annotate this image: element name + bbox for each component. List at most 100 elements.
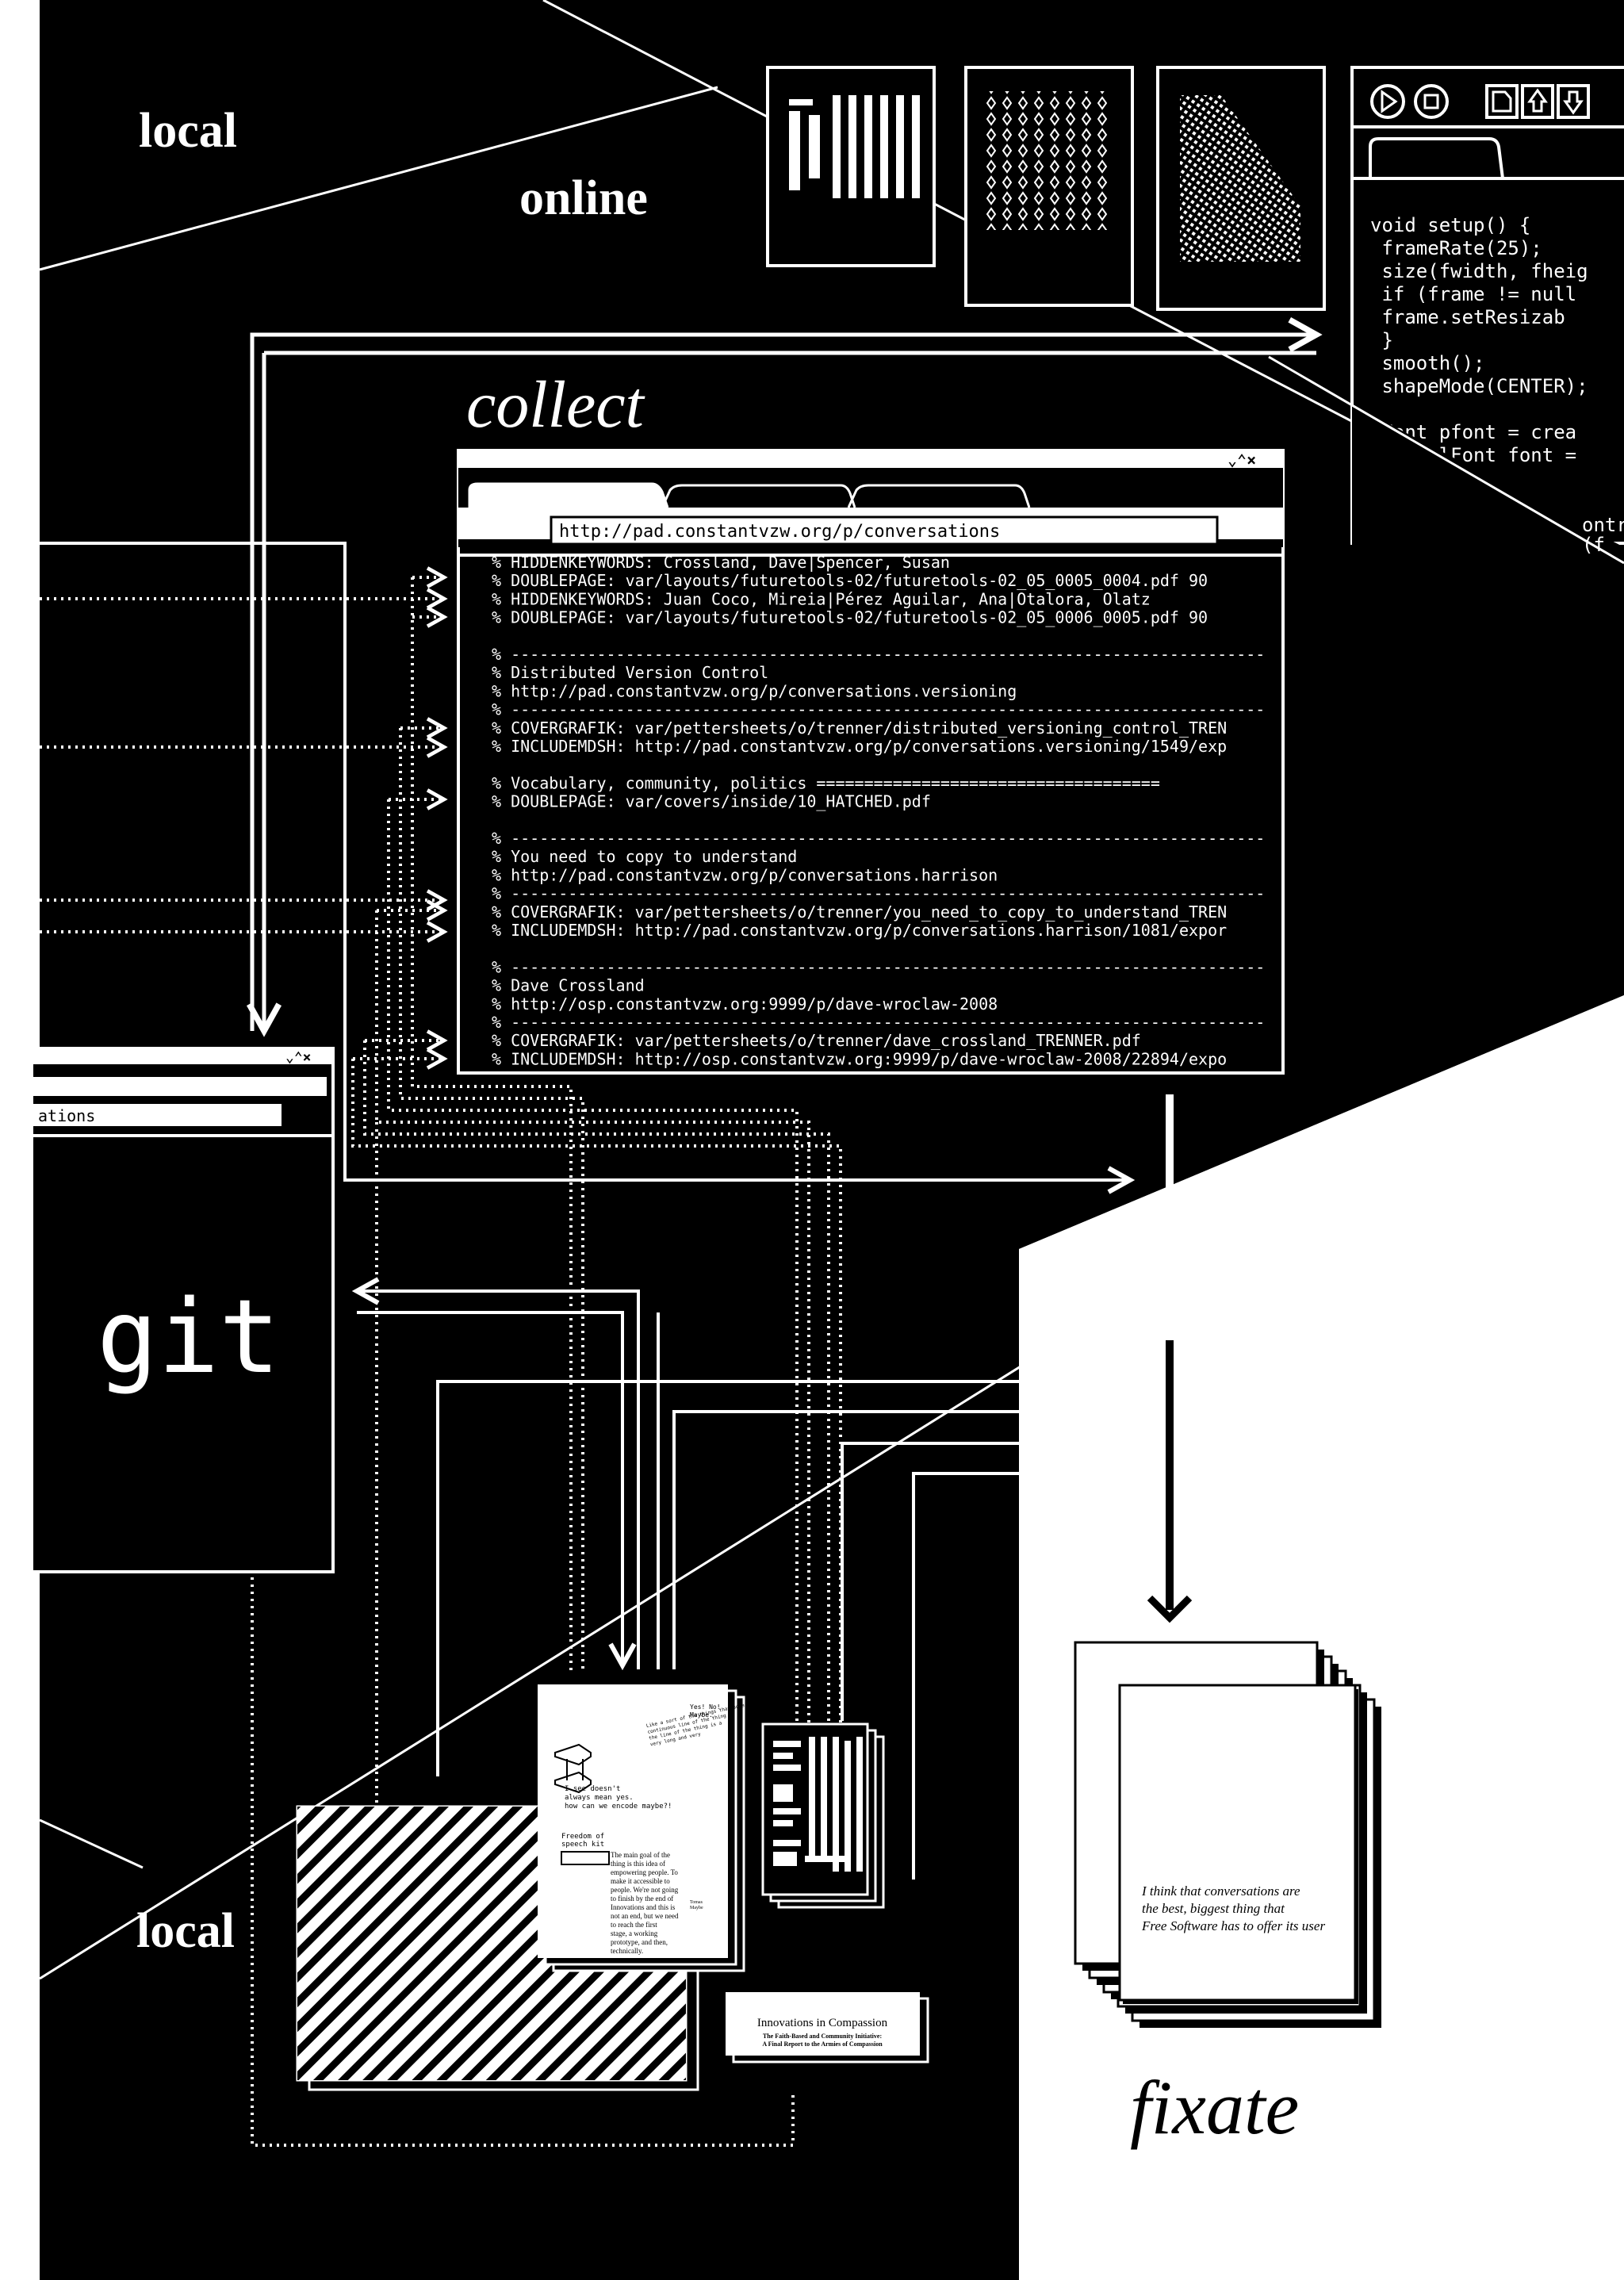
text-line: Maybe. xyxy=(690,1711,713,1719)
text-line: size(fwidth, fheig xyxy=(1370,260,1588,282)
book-quote-3: Free Software has to offer its user xyxy=(1141,1918,1325,1933)
text-line: % Vocabulary, community, politics ======… xyxy=(492,773,1160,792)
text-line: % http://pad.constantvzw.org/p/conversat… xyxy=(492,865,998,884)
book-quote-1: I think that conversations are xyxy=(1141,1883,1300,1899)
arrows-to-script xyxy=(436,1381,1130,1880)
text-line: % Dave Crossland xyxy=(492,976,645,995)
text-line: speech kit xyxy=(561,1841,604,1849)
text-line: % --------------------------------------… xyxy=(492,645,1265,664)
label-online: online xyxy=(519,171,648,225)
code-fragment: ontrolF xyxy=(1582,514,1624,536)
thumbnail-dense xyxy=(1156,66,1326,311)
text-line: % COVERGRAFIK: var/pettersheets/o/trenne… xyxy=(492,902,1227,922)
text-line: % DOUBLEPAGE: var/layouts/futuretools-02… xyxy=(492,608,1208,627)
text-line: % INCLUDEMDSH: http://pad.constantvzw.or… xyxy=(492,921,1227,940)
doc-note-top: Yes! No!Maybe. xyxy=(690,1703,721,1719)
text-line: thing is this idea of xyxy=(611,1860,665,1868)
text-line: stage, a working xyxy=(611,1929,658,1937)
text-line: % INCLUDEMDSH: http://pad.constantvzw.or… xyxy=(492,737,1227,756)
text-line: void setup() { xyxy=(1370,214,1530,236)
thumbnail-diamonds xyxy=(964,66,1134,307)
report-subtitle-2: A Final Report to the Armies of Compassi… xyxy=(762,2041,883,2048)
git-window-controls[interactable]: ⌄⌃× xyxy=(285,1049,312,1066)
tab-active[interactable] xyxy=(468,482,669,508)
label-local-bottom: local xyxy=(136,1904,235,1958)
url-text: http://pad.constantvzw.org/p/conversatio… xyxy=(559,522,1000,542)
code-fragment-2: (f xyxy=(1582,534,1605,556)
text-line: shapeMode(CENTER); xyxy=(1370,375,1588,397)
text-line: % COVERGRAFIK: var/pettersheets/o/trenne… xyxy=(492,718,1227,738)
text-line: The main goal of the xyxy=(611,1851,670,1859)
region-divider-bottom xyxy=(39,1339,1063,1980)
new-file-icon[interactable] xyxy=(1485,84,1519,119)
text-line: how can we encode maybe?! xyxy=(565,1803,672,1811)
region-divider-top xyxy=(39,86,718,271)
git-url-text: ations xyxy=(38,1106,95,1125)
label-local-top: local xyxy=(139,104,237,158)
pad-text: % HIDDENKEYWORDS: Crossland, Dave|Spence… xyxy=(492,553,1265,1068)
window-controls[interactable]: ⌄⌃× xyxy=(1228,450,1256,469)
thumbnail-stripes xyxy=(766,66,936,267)
final-book-stack: I think that conversations are the best,… xyxy=(1074,1641,1381,2028)
text-line: % DOUBLEPAGE: var/layouts/futuretools-02… xyxy=(492,571,1208,590)
text-line: to finish by the end of xyxy=(611,1895,673,1903)
text-line: frameRate(25); xyxy=(1370,237,1542,259)
text-line: % HIDDENKEYWORDS: Juan Coco, Mireia|Pére… xyxy=(492,589,1151,608)
browser-window: ⌄⌃× http://pad.constantvzw.org/p/convers… xyxy=(457,449,1285,1075)
text-line: make it accessible to xyxy=(611,1877,670,1885)
text-line: not an end, but we need xyxy=(611,1912,679,1920)
text-line: Yes! No! xyxy=(690,1703,721,1711)
text-line: % --------------------------------------… xyxy=(492,957,1265,976)
text-line: % Distributed Version Control xyxy=(492,663,768,682)
striped-page-stack xyxy=(761,1722,885,1909)
tab-2[interactable] xyxy=(661,484,856,508)
text-line: technically. xyxy=(611,1947,643,1955)
stop-icon[interactable] xyxy=(1414,84,1449,119)
git-window: ⌄⌃× ations git xyxy=(30,1047,335,1573)
label-collect: collect xyxy=(466,368,646,442)
text-line: % http://osp.constantvzw.org:9999/p/dave… xyxy=(492,994,998,1014)
url-bar[interactable] xyxy=(550,515,1219,546)
pad-content: % HIDDENKEYWORDS: Crossland, Dave|Spence… xyxy=(492,553,1265,1068)
doc-field xyxy=(561,1851,610,1865)
text-line: % HIDDENKEYWORDS: Crossland, Dave|Spence… xyxy=(492,553,950,572)
text-line: % --------------------------------------… xyxy=(492,1013,1265,1032)
git-url-bar[interactable] xyxy=(32,1104,282,1126)
download-icon[interactable] xyxy=(1557,84,1590,119)
report-booklet: Innovations in Compassion The Faith-Base… xyxy=(726,1992,929,2063)
tab-3[interactable] xyxy=(847,484,1031,508)
dotted-connectors xyxy=(40,577,842,2147)
text-line: % DOUBLEPAGE: var/covers/inside/10_HATCH… xyxy=(492,792,931,811)
upload-icon[interactable] xyxy=(1521,84,1554,119)
text-line: % INCLUDEMDSH: http://osp.constantvzw.or… xyxy=(492,1049,1227,1068)
git-label: git xyxy=(97,1278,280,1397)
text-line: empowering people. To xyxy=(611,1868,678,1876)
text-line: Freedom of xyxy=(561,1833,604,1841)
text-line: smooth(); xyxy=(1370,352,1485,374)
label-fixate: fixate xyxy=(1130,2065,1299,2150)
arrow-online xyxy=(250,335,1316,1031)
i-beam-sketch xyxy=(554,1743,592,1794)
text-line: } xyxy=(1370,329,1393,351)
text-line: frame.setResizab xyxy=(1370,306,1565,328)
text-line: people. We're not going xyxy=(611,1886,679,1894)
text-line: always mean yes. xyxy=(565,1794,634,1802)
report-subtitle: The Faith-Based and Community Initiative… xyxy=(763,2033,882,2040)
play-icon[interactable] xyxy=(1370,84,1405,119)
text-line: I see doesn't xyxy=(565,1785,620,1793)
arrow-fetch xyxy=(40,542,1130,1180)
report-title: Innovations in Compassion xyxy=(757,2017,888,2029)
text-line: to reach the first xyxy=(611,1921,657,1929)
text-line: Maybe xyxy=(690,1906,703,1910)
text-line: % --------------------------------------… xyxy=(492,884,1265,903)
text-line: prototype, and then, xyxy=(611,1938,668,1946)
book-quote-2: the best, biggest thing that xyxy=(1142,1901,1285,1916)
document-page: Yes! No!Maybe. Like a sort of the things… xyxy=(538,1684,745,1972)
text-line: Innovations and this is xyxy=(611,1903,676,1911)
text-line: % COVERGRAFIK: var/pettersheets/o/trenne… xyxy=(492,1031,1141,1050)
